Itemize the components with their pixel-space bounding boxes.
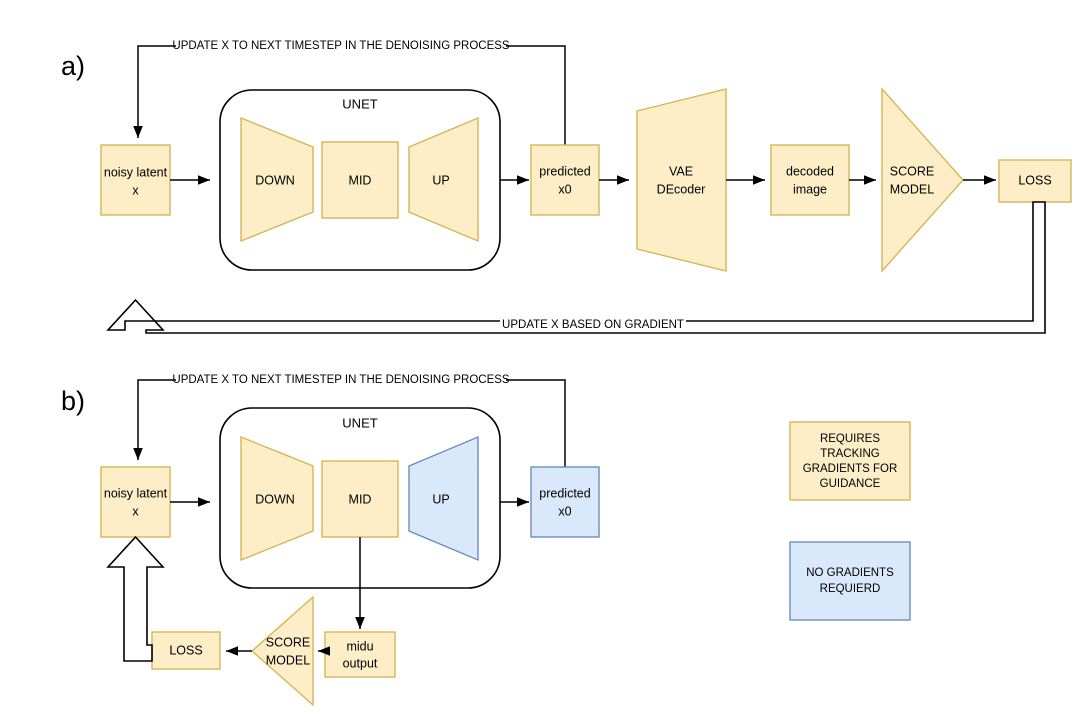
node-a-predicted-x0[interactable] [530, 144, 600, 216]
node-b-up-label: UP [432, 492, 449, 506]
legend: REQUIRES TRACKING GRADIENTS FOR GUIDANCE… [789, 421, 911, 621]
node-b-down-label: DOWN [255, 492, 295, 506]
edge-b-timestep-label-bg [176, 372, 506, 387]
node-b-down[interactable] [240, 435, 314, 562]
node-a-vae-line2: DEcoder [657, 182, 706, 196]
node-b-midu-output[interactable] [324, 631, 396, 678]
legend-gradients-line2: TRACKING [820, 448, 879, 460]
edge-b-timestep-label: UPDATE X TO NEXT TIMESTEP IN THE DENOISI… [172, 374, 510, 386]
node-b-predicted-x0[interactable] [530, 466, 600, 538]
node-b-mid-label: MID [349, 492, 372, 506]
node-b-noisy-latent[interactable] [100, 466, 171, 538]
edge-b-loss-block-arrow [106, 535, 165, 662]
panel-a: a) UPDATE X TO NEXT TIMESTEP IN THE DENO… [61, 38, 1072, 334]
node-b-loss-label: LOSS [169, 643, 202, 657]
node-a-down[interactable] [240, 116, 314, 243]
node-a-mid-label: MID [349, 173, 372, 187]
node-a-noisy-latent-line1: noisy latent [104, 165, 168, 179]
node-a-score-model[interactable] [881, 87, 964, 273]
node-a-predicted-x0-line1: predicted [539, 164, 590, 178]
node-b-score-line2: MODEL [266, 653, 311, 667]
node-a-up-label: UP [432, 173, 449, 187]
label-b-unet: UNET [342, 415, 377, 430]
node-b-score-model[interactable] [250, 595, 314, 707]
panel-a-label: a) [61, 51, 85, 81]
node-a-vae-line1: VAE [669, 164, 693, 178]
node-a-mid[interactable] [321, 141, 399, 219]
node-a-vae-decoder[interactable] [636, 88, 727, 272]
node-b-score-line1: SCORE [266, 635, 310, 649]
node-b-predicted-x0-line1: predicted [539, 486, 590, 500]
node-a-decoded-line2: image [793, 182, 827, 196]
node-b-predicted-x0-line2: x0 [558, 504, 571, 518]
node-b-up[interactable] [408, 435, 479, 562]
node-a-decoded-image[interactable] [770, 144, 850, 216]
edge-a-timestep-label-bg [176, 38, 506, 53]
legend-no-gradients-box[interactable] [789, 541, 911, 621]
legend-gradients-line1: REQUIRES [820, 433, 880, 445]
node-a-down-label: DOWN [255, 173, 295, 187]
panel-b-label: b) [61, 386, 85, 416]
node-b-midu-line2: output [343, 656, 378, 670]
node-b-noisy-latent-line2: x [132, 504, 139, 518]
node-a-decoded-line1: decoded [786, 164, 834, 178]
node-a-loss[interactable] [998, 159, 1072, 203]
node-a-noisy-latent[interactable] [100, 144, 171, 216]
node-a-loss-label: LOSS [1018, 173, 1051, 187]
node-b-midu-line1: midu [346, 639, 373, 653]
edge-a-gradient-label-bg [500, 316, 686, 332]
edge-a-gradient-label: UPDATE X BASED ON GRADIENT [502, 319, 684, 331]
panel-b: b) UPDATE X TO NEXT TIMESTEP IN THE DENO… [61, 372, 600, 707]
legend-gradients-box[interactable] [789, 421, 911, 501]
node-b-noisy-latent-line1: noisy latent [104, 486, 168, 500]
node-a-noisy-latent-line2: x [132, 183, 139, 197]
edge-a-gradient-block-arrow [106, 201, 1046, 334]
label-a-unet: UNET [342, 96, 377, 111]
legend-no-gradients-line2: REQUIERD [820, 583, 881, 595]
legend-no-gradients-line1: NO GRADIENTS [806, 567, 894, 579]
legend-gradients-line3: GRADIENTS FOR [803, 463, 898, 475]
node-a-score-line1: SCORE [890, 164, 934, 178]
node-b-mid[interactable] [321, 460, 399, 538]
node-a-up[interactable] [408, 116, 479, 243]
node-a-predicted-x0-line2: x0 [558, 182, 571, 196]
legend-gradients-line4: GUIDANCE [820, 478, 881, 490]
edge-a-timestep-label: UPDATE X TO NEXT TIMESTEP IN THE DENOISI… [172, 40, 510, 52]
node-a-score-line2: MODEL [890, 182, 935, 196]
